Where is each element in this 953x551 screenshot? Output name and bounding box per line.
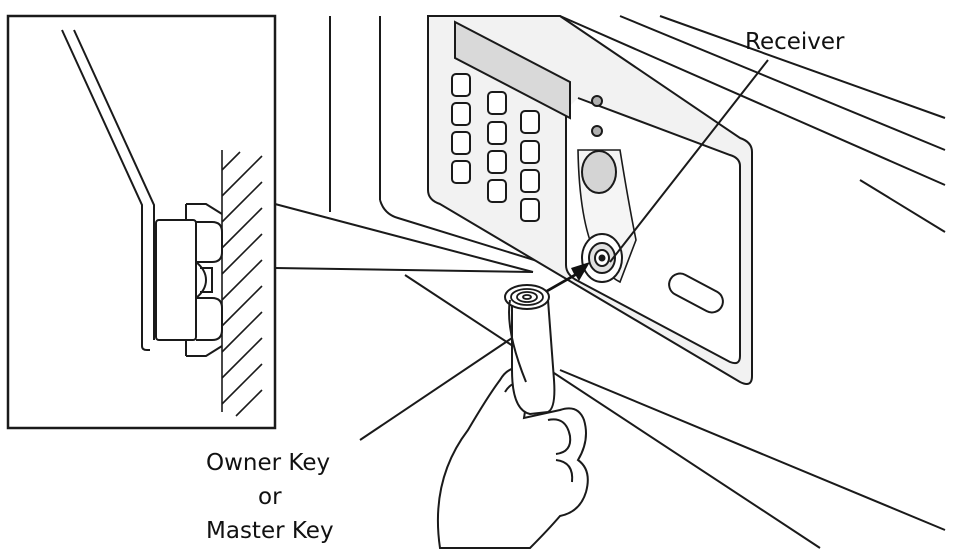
hand-icon [437,366,589,549]
receiver-leader [609,59,769,263]
key-fob-icon [504,284,556,416]
keypad-key [451,131,471,155]
key-leader [359,337,513,441]
receiver-label: Receiver [745,29,845,55]
keypad-key [520,169,540,193]
keypad-key [520,140,540,164]
led-2 [591,125,603,137]
keypad-key [520,198,540,222]
door-controls [577,149,724,314]
inset-frame [6,14,277,430]
keypad-key [487,150,507,174]
led-1 [591,95,603,107]
inset-detail [6,14,277,430]
knob [581,150,617,194]
keypad-key [487,179,507,203]
inset-key-handle [61,29,155,351]
keypad-key [487,91,507,115]
keypad-key [451,160,471,184]
insert-arrow-icon [546,262,590,292]
keypad-key [451,73,471,97]
display-window [454,20,571,120]
wall-hatching [221,150,263,417]
handle-slot [668,272,724,314]
keypad-key [451,102,471,126]
keypad-key [487,121,507,145]
keypad [451,73,540,222]
receiver-icon [581,233,623,283]
keypad-key [520,110,540,134]
or-label: or [258,484,282,510]
safe-body [329,15,946,549]
master-key-label: Master Key [206,518,334,544]
inset-key-head [155,203,223,357]
callout-lines [274,203,534,273]
owner-key-label: Owner Key [206,450,331,476]
